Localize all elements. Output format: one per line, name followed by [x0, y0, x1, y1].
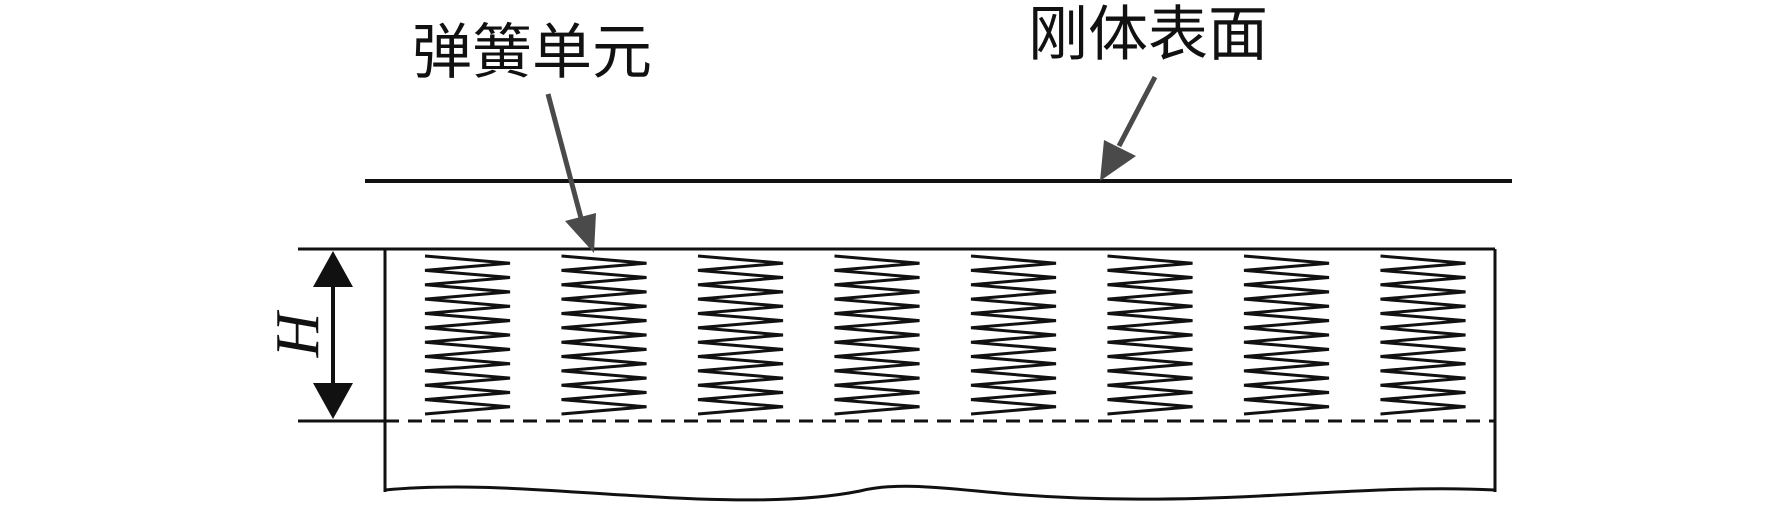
rigid-surface-label: 刚体表面 [1028, 0, 1268, 70]
spring-unit-arrowhead [565, 213, 596, 253]
spring-3 [697, 254, 784, 416]
spring-7 [1243, 254, 1330, 416]
spring-5 [970, 254, 1057, 416]
dimension-arrow-down [313, 383, 353, 419]
dimension-arrow-up [313, 251, 353, 287]
spring-8 [1380, 254, 1466, 416]
spring-1 [424, 254, 511, 416]
spring-group [424, 254, 1466, 416]
spring-6 [1107, 254, 1193, 416]
spring-unit-label: 弹簧单元 [412, 18, 652, 88]
rigid-surface-arrowhead [1100, 140, 1136, 181]
height-label: H [264, 309, 332, 358]
rigid-surface-leader [1116, 75, 1158, 148]
spring-4 [834, 254, 920, 416]
break-line [384, 484, 1496, 502]
spring-2 [561, 254, 647, 416]
spring-unit-leader [545, 93, 584, 219]
